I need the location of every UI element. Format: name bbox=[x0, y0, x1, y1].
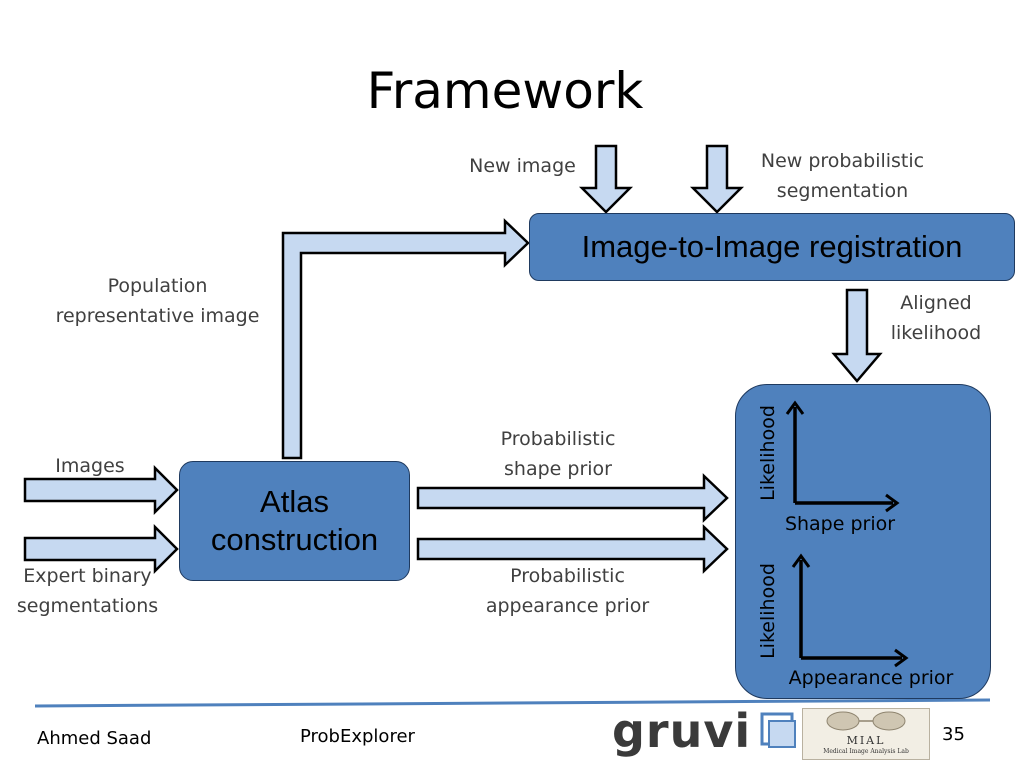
gruvi-logo-text: gruvi bbox=[612, 704, 752, 758]
bottom-plot-axes bbox=[799, 560, 902, 660]
aligned-likelihood-arrow bbox=[831, 288, 883, 383]
page-number: 35 bbox=[942, 724, 965, 745]
aligned-likelihood-label: Aligned likelihood bbox=[890, 292, 982, 344]
gruvi-logo: gruvi bbox=[612, 704, 799, 758]
atlas-label-line2: construction bbox=[210, 522, 379, 557]
brain-icon bbox=[826, 711, 906, 731]
top-plot-axes bbox=[793, 407, 893, 505]
new-prob-seg-arrow bbox=[689, 144, 745, 214]
top-plot-xlabel: Shape prior bbox=[784, 513, 896, 535]
atlas-label-line1: Atlas bbox=[260, 484, 329, 519]
shape-prior-label: Probabilistic shape prior bbox=[500, 428, 616, 480]
images-input-arrow bbox=[23, 464, 179, 516]
new-image-label: New image bbox=[469, 155, 576, 177]
mial-logo: MIAL Medical Image Analysis Lab bbox=[802, 708, 930, 760]
images-label: Images bbox=[55, 455, 125, 477]
bottom-plot-xlabel: Appearance prior bbox=[788, 667, 954, 689]
shape-prior-arrow bbox=[416, 473, 729, 523]
slide-title: Framework bbox=[366, 62, 644, 120]
registration-label: Image-to-Image registration bbox=[581, 229, 963, 264]
population-label: Population representative image bbox=[55, 275, 260, 327]
mial-logo-title: MIAL bbox=[846, 734, 886, 747]
registration-box: Image-to-Image registration bbox=[529, 213, 1015, 281]
footer-project: ProbExplorer bbox=[300, 726, 415, 747]
new-image-arrow bbox=[578, 144, 634, 214]
appearance-prior-arrow bbox=[416, 524, 729, 574]
footer-rule bbox=[34, 698, 991, 708]
mial-logo-subtitle: Medical Image Analysis Lab bbox=[823, 748, 909, 755]
appearance-prior-label: Probabilistic appearance prior bbox=[485, 565, 650, 617]
population-elbow-arrow bbox=[281, 218, 530, 460]
atlas-construction-box: Atlas construction bbox=[179, 461, 410, 581]
likelihood-plots-box bbox=[735, 384, 991, 699]
gruvi-logo-icon bbox=[760, 712, 797, 748]
expert-label: Expert binary segmentations bbox=[16, 565, 159, 617]
new-prob-seg-label: New probabilistic segmentation bbox=[760, 150, 925, 202]
top-plot-ylabel: Likelihood bbox=[757, 405, 779, 501]
footer-author: Ahmed Saad bbox=[37, 728, 152, 749]
bottom-plot-ylabel: Likelihood bbox=[757, 563, 779, 659]
expert-input-arrow bbox=[23, 523, 179, 575]
